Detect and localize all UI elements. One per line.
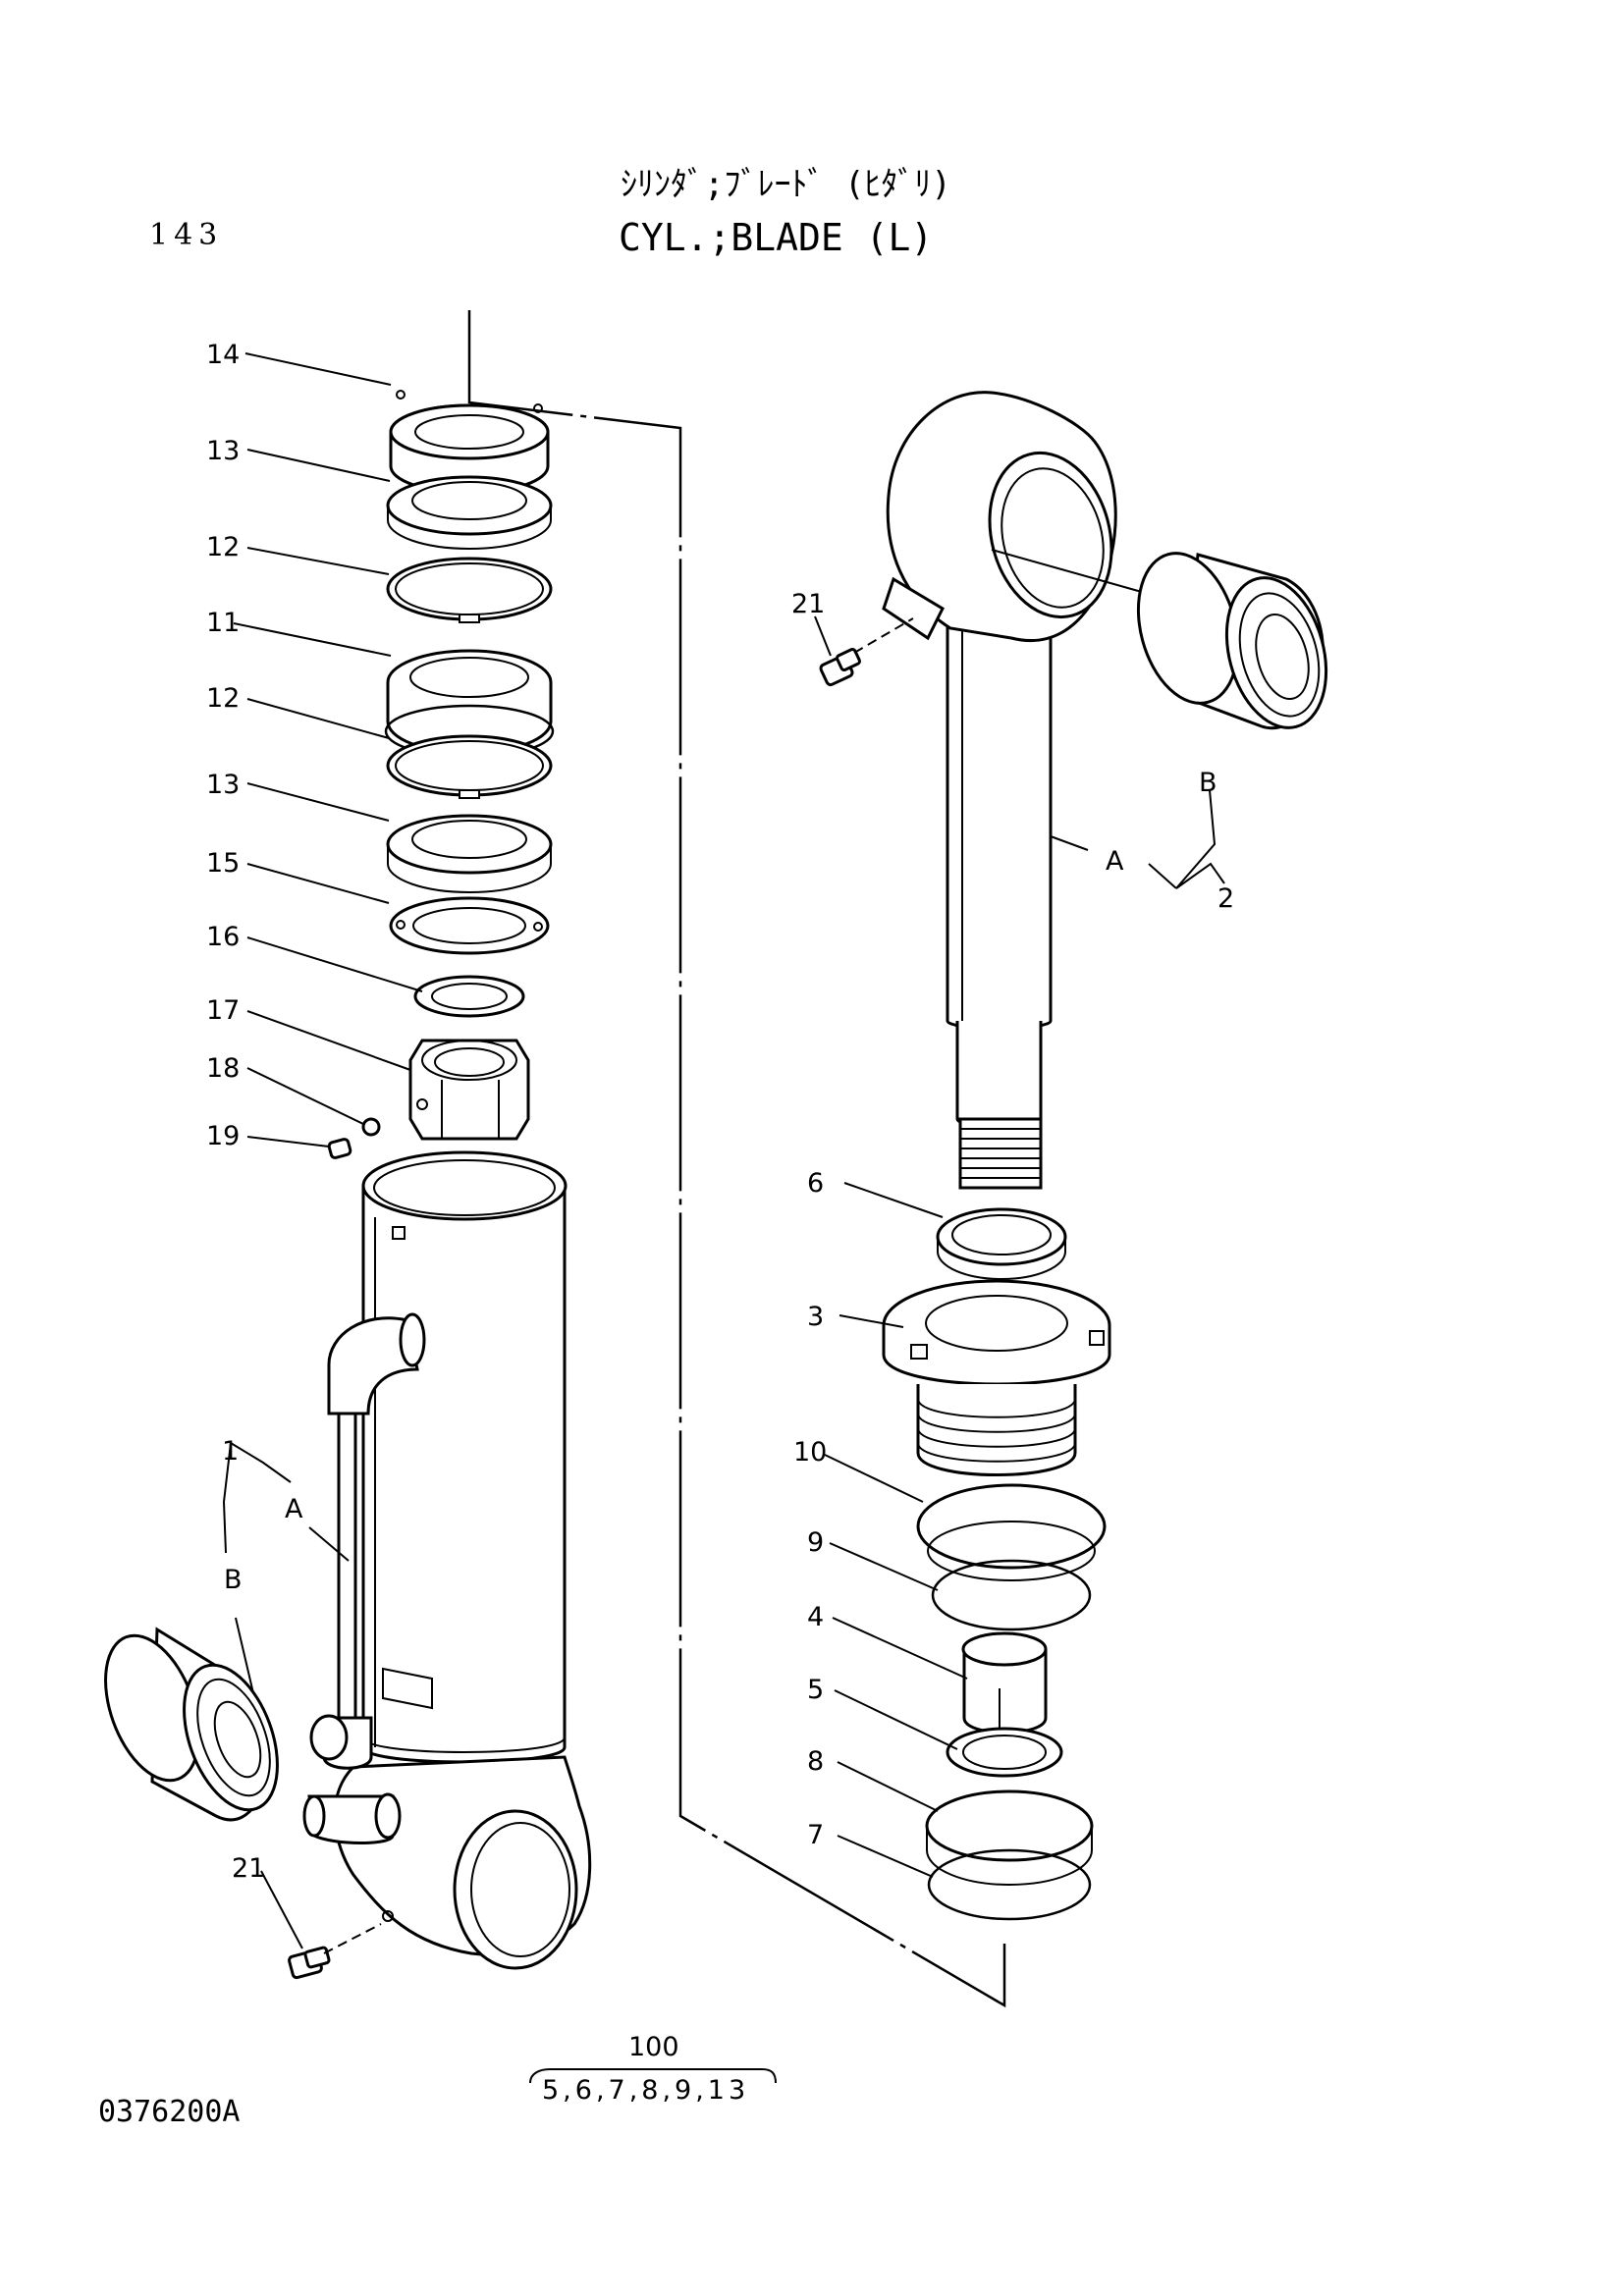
part-10-backup-ring [916,1483,1107,1581]
title-japanese: ｼﾘﾝﾀﾞ;ﾌﾞﾚｰﾄﾞ (ﾋﾀﾞﾘ) [621,165,951,204]
part-8-seal [925,1789,1094,1886]
callout-17: 17 [206,995,240,1026]
part-21-grease-fitting-left [288,1923,382,1980]
callout-18: 18 [206,1053,240,1084]
part-13-seal-upper [386,475,553,550]
callout-14: 14 [206,340,240,370]
part-7-o-ring [927,1848,1092,1921]
title-english: CYL.;BLADE (L) [619,216,934,259]
callout-19: 19 [206,1121,240,1151]
callout-5: 5 [807,1675,824,1705]
part-18-ball [361,1117,381,1137]
callout-16: 16 [206,922,240,952]
part-3-cylinder-head [882,1279,1111,1476]
callout-11: 11 [206,608,240,638]
callout-8: 8 [807,1746,824,1777]
assembly-boundary [467,310,1006,2008]
callout-4: 4 [807,1602,824,1632]
callout-13: 13 [206,770,240,800]
assembly-number: 100 [628,2032,679,2062]
part-21-grease-fitting-right [819,617,914,687]
part-17-nut [408,1039,530,1141]
callout-labels: 14 13 12 11 12 13 15 16 17 18 19 1 A B 2… [206,340,1234,2106]
callout-1a: A [285,1494,303,1524]
part-9-o-ring [931,1559,1092,1631]
callout-15: 15 [206,848,240,879]
callout-2b: B [1199,768,1217,798]
part-6-seal [936,1207,1067,1280]
part-14-wiper-housing [389,390,550,495]
rod-thread [958,1117,1043,1190]
part-13-seal-lower [386,814,553,893]
callout-9: 9 [807,1527,824,1558]
callout-2a: A [1106,846,1124,877]
leader-lines [222,352,1225,2084]
part-2-piston-rod [882,391,1150,1190]
callout-10: 10 [793,1437,827,1468]
part-11-bushing [384,649,555,759]
part-19-set-screw [327,1138,352,1159]
callout-12: 12 [206,532,240,562]
callout-3: 3 [807,1302,824,1332]
callout-21: 21 [791,589,825,619]
assembly-includes: 5,6,7,8,9,13 [542,2075,749,2106]
document-code: 0376200A [98,2095,241,2129]
callout-13: 13 [206,436,240,466]
callout-21: 21 [232,1853,265,1884]
callout-7: 7 [807,1820,824,1850]
callout-1: 1 [222,1436,239,1467]
part-16-washer [413,975,525,1018]
part-5-ring [946,1727,1063,1778]
callout-2: 2 [1217,883,1234,914]
part-15-retainer [389,896,550,955]
part-12-ring-lower [386,734,553,799]
part-12-ring-upper [386,557,553,623]
part-2b-bushing [1136,552,1328,730]
callout-12: 12 [206,683,240,714]
part-1-cylinder-tube [302,1150,592,1970]
callout-6: 6 [807,1168,824,1199]
callout-1b: B [224,1565,243,1595]
page-number: 143 [149,218,224,252]
part-4-bushing [961,1631,1048,1735]
part-1b-bushing [104,1627,279,1822]
